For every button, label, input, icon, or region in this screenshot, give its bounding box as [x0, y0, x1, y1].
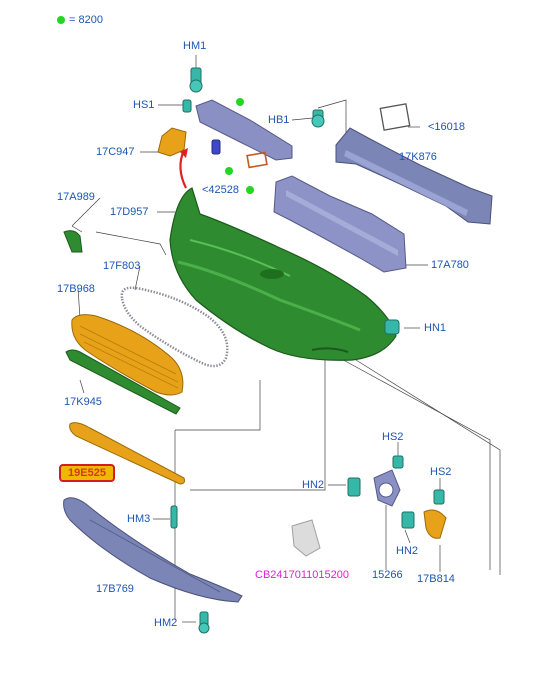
callout-hn2-b[interactable]: HN2 [396, 545, 419, 557]
callout-17k876[interactable]: 17K876 [399, 151, 437, 163]
callout-17a780[interactable]: 17A780 [431, 259, 469, 271]
callout-hs2-b[interactable]: HS2 [430, 466, 452, 478]
callout-17b968[interactable]: 17B968 [57, 283, 95, 295]
green-dot-icon [57, 16, 65, 24]
callout-hb1[interactable]: HB1 [268, 114, 290, 126]
callout-16018[interactable]: <16018 [428, 121, 466, 133]
callout-17b814[interactable]: 17B814 [417, 573, 455, 585]
fog-area-parts [291, 455, 447, 557]
spoiler-17b769 [63, 497, 243, 603]
fasteners-top [182, 67, 325, 194]
callout-15266[interactable]: 15266 [372, 569, 403, 581]
upper-bracket [195, 99, 293, 161]
bracket-17a989 [63, 230, 83, 253]
callout-17b769[interactable]: 17B769 [96, 583, 134, 595]
grille-17b968 [71, 314, 184, 396]
callout-17f803[interactable]: 17F803 [103, 260, 141, 272]
legend: = 8200 [57, 14, 103, 26]
callout-hm3[interactable]: HM3 [127, 513, 151, 525]
callout-17d957[interactable]: 17D957 [110, 206, 149, 218]
callout-hn2-a[interactable]: HN2 [302, 479, 325, 491]
callout-hm2[interactable]: HM2 [154, 617, 178, 629]
callout-17c947[interactable]: 17C947 [96, 146, 135, 158]
callout-17k945[interactable]: 17K945 [64, 396, 102, 408]
callout-17a989[interactable]: 17A989 [57, 191, 95, 203]
grille-surround-17f803 [120, 286, 229, 368]
legend-text: = 8200 [69, 14, 103, 26]
part-19e525 [69, 422, 185, 485]
callout-19e525: 19E525 [68, 467, 106, 479]
callout-hm1[interactable]: HM1 [183, 40, 207, 52]
bumper-cover-17d957 [169, 187, 400, 361]
callout-hs2-a[interactable]: HS2 [382, 431, 404, 443]
callout-cb2417011015200[interactable]: CB2417011015200 [255, 569, 349, 581]
callout-hn1[interactable]: HN1 [424, 322, 447, 334]
reinforcement-17k876 [335, 103, 493, 225]
callout-hs1[interactable]: HS1 [133, 99, 155, 111]
callout-42528[interactable]: <42528 [202, 184, 240, 196]
highlighted-callout-19e525[interactable]: 19E525 [59, 464, 115, 482]
strip-17k945 [65, 349, 181, 415]
clips-lower [170, 505, 210, 634]
absorber-17a780 [273, 175, 407, 273]
bracket-17c947 [157, 127, 188, 189]
